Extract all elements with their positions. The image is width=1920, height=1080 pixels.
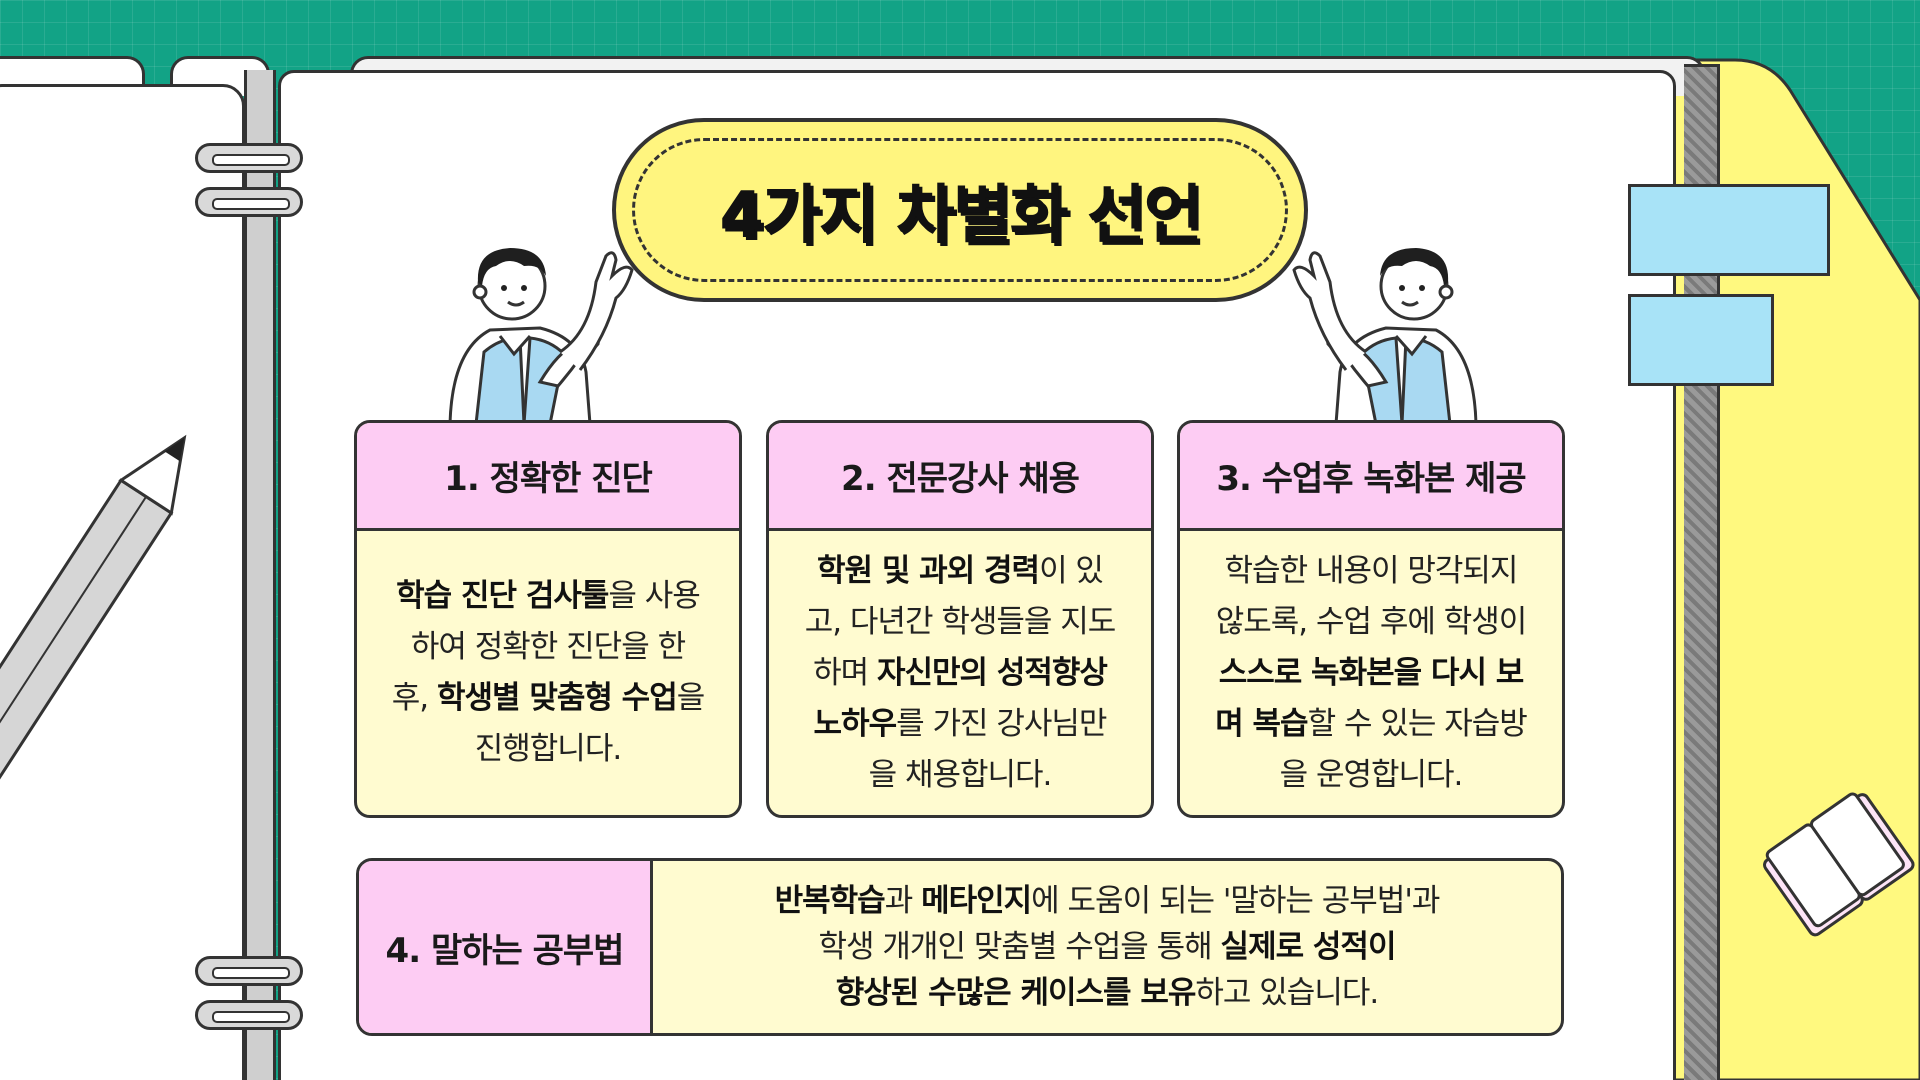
body-text: 을 사용 bbox=[608, 578, 700, 614]
binder-ring bbox=[195, 956, 303, 986]
emphasis-text: 며 복습 bbox=[1215, 705, 1308, 742]
body-text: 않도록, 수업 후에 학생이 bbox=[1215, 603, 1528, 640]
body-text: 할 수 있는 자습방 bbox=[1307, 705, 1528, 742]
page-title: 4가지 차별화 선언 bbox=[719, 179, 1202, 253]
body-text: 이 있 bbox=[1039, 552, 1104, 589]
emphasis-text: 반복학습 bbox=[774, 883, 886, 919]
body-text: 진행합니다. bbox=[474, 731, 622, 767]
binder-ring bbox=[195, 1000, 303, 1030]
card-text-line: 하며 자신만의 성적향상 bbox=[805, 648, 1116, 699]
student-pointing-icon bbox=[448, 248, 634, 424]
card-text-line: 않도록, 수업 후에 학생이 bbox=[1215, 597, 1528, 648]
card-text-line: 향상된 수많은 케이스를 보유하고 있습니다. bbox=[775, 970, 1440, 1016]
binder-spine bbox=[244, 70, 276, 1080]
card-text-line: 스스로 녹화본을 다시 보 bbox=[1215, 648, 1527, 699]
card-text-line: 반복학습과 메타인지에 도움이 되는 '말하는 공부법'과 bbox=[774, 878, 1441, 924]
card-heading: 3. 수업후 녹화본 제공 bbox=[1180, 423, 1562, 531]
sticky-tab bbox=[1628, 294, 1774, 386]
emphasis-text: 메타인지 bbox=[921, 883, 1032, 919]
card-text-line: 노하우를 가진 강사님만 bbox=[805, 699, 1116, 750]
card-text-line: 후, 학생별 맞춤형 수업을 bbox=[392, 673, 705, 724]
binder-ring bbox=[195, 187, 303, 217]
title-dashed-border: 4가지 차별화 선언 bbox=[632, 138, 1288, 282]
body-text: 고, 다년간 학생들을 지도 bbox=[804, 603, 1117, 640]
card-text-line: 고, 다년간 학생들을 지도 bbox=[804, 597, 1117, 648]
card-text-line: 학습 진단 검사툴을 사용 bbox=[392, 571, 705, 622]
card-heading: 1. 정확한 진단 bbox=[357, 423, 739, 531]
body-text: 를 가진 강사님만 bbox=[896, 705, 1107, 742]
emphasis-text: 학원 및 과외 경력 bbox=[817, 552, 1040, 589]
body-text: 학생 개개인 맞춤별 수업을 통해 bbox=[818, 929, 1221, 965]
emphasis-text: 자신만의 성적향상 bbox=[876, 654, 1108, 691]
card-text-line: 학습한 내용이 망각되지 bbox=[1215, 546, 1527, 597]
card-heading: 2. 전문강사 채용 bbox=[769, 423, 1151, 531]
emphasis-text: 학생별 맞춤형 수업 bbox=[436, 680, 678, 716]
card-text-line: 을 채용합니다. bbox=[805, 750, 1116, 801]
body-text: 을 운영합니다. bbox=[1279, 756, 1464, 793]
emphasis-text: 노하우 bbox=[813, 705, 898, 742]
card-text-line: 학생 개개인 맞춤별 수업을 통해 실제로 성적이 bbox=[775, 924, 1440, 970]
sticky-tab bbox=[1628, 184, 1830, 276]
card-heading: 4. 말하는 공부법 bbox=[359, 861, 653, 1033]
title-banner: 4가지 차별화 선언 bbox=[612, 118, 1308, 302]
card-text-line: 진행합니다. bbox=[392, 724, 705, 775]
body-text: 하고 있습니다. bbox=[1195, 975, 1379, 1011]
emphasis-text: 실제로 성적이 bbox=[1220, 929, 1397, 965]
body-text: 후, bbox=[391, 680, 437, 716]
body-text: 학습한 내용이 망각되지 bbox=[1224, 552, 1519, 589]
body-text: 하여 정확한 진단을 한 bbox=[410, 629, 686, 665]
emphasis-text: 스스로 녹화본을 다시 보 bbox=[1218, 654, 1525, 691]
book-icon bbox=[1763, 792, 1915, 937]
student-pointing-icon bbox=[1292, 248, 1478, 424]
emphasis-text: 향상된 수많은 케이스를 보유 bbox=[835, 975, 1197, 1011]
card-text-line: 학원 및 과외 경력이 있 bbox=[805, 546, 1116, 597]
body-text: 하며 bbox=[813, 654, 877, 691]
body-text: 에 도움이 되는 '말하는 공부법'과 bbox=[1031, 883, 1440, 919]
body-text: 과 bbox=[884, 883, 922, 919]
pencil-icon bbox=[0, 434, 187, 810]
body-text: 을 채용합니다. bbox=[868, 756, 1053, 793]
body-text: 을 bbox=[676, 680, 706, 716]
card-text-line: 을 운영합니다. bbox=[1215, 750, 1527, 801]
emphasis-text: 학습 진단 검사툴 bbox=[396, 578, 609, 614]
card-text-line: 며 복습할 수 있는 자습방 bbox=[1215, 699, 1528, 750]
card-text-line: 하여 정확한 진단을 한 bbox=[392, 622, 705, 673]
card-speaking-study: 4. 말하는 공부법 반복학습과 메타인지에 도움이 되는 '말하는 공부법'과… bbox=[356, 858, 1564, 1036]
binder-ring bbox=[195, 143, 303, 173]
